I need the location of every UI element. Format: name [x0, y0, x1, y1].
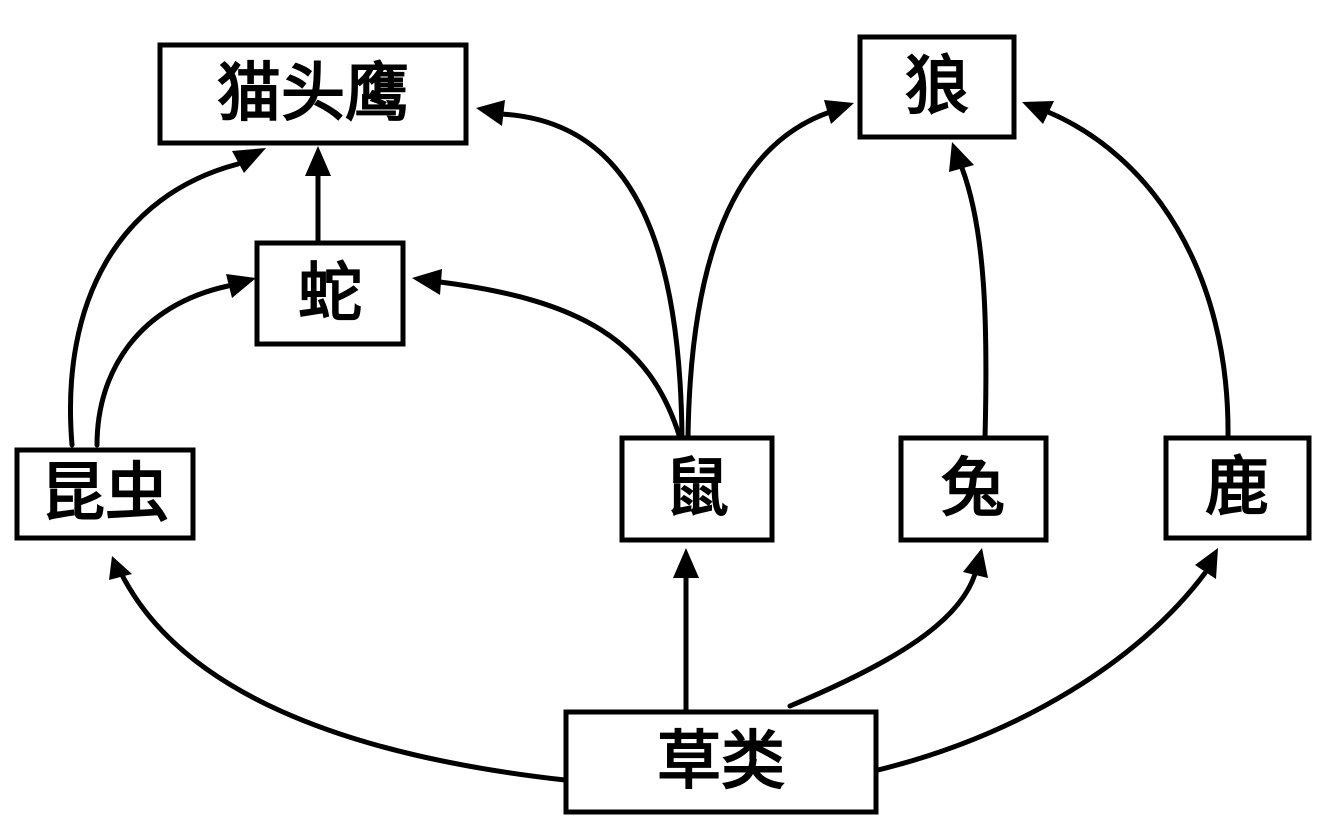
- node-rabbit-box: [898, 435, 1049, 543]
- node-deer-label: 鹿: [1205, 451, 1269, 525]
- arrow-insect-to-owl: [232, 148, 266, 173]
- edge-insect-to-owl: [68, 161, 241, 448]
- node-wolf-box: [857, 34, 1017, 140]
- node-owl-label: 猫头鹰: [217, 57, 409, 131]
- node-wolf: 狼: [857, 34, 1017, 140]
- node-mouse-label: 鼠: [665, 452, 729, 526]
- edge-grass-to-rabbit: [787, 571, 978, 709]
- node-grass-box: [563, 709, 879, 815]
- node-rabbit-label: 兔: [941, 452, 1005, 526]
- nodes-layer: 猫头鹰 狼 蛇 昆虫 鼠 兔 鹿 草类: [14, 34, 1312, 815]
- node-insect-box: [14, 447, 196, 541]
- arrow-grass-to-deer: [1195, 548, 1218, 579]
- node-grass: 草类: [563, 709, 879, 815]
- edge-grass-to-deer: [875, 570, 1208, 773]
- arrow-grass-to-insect: [109, 556, 132, 580]
- edge-insect-to-snake: [94, 283, 231, 448]
- edge-rabbit-to-wolf: [959, 165, 989, 441]
- arrow-insect-to-snake: [226, 274, 256, 298]
- edge-mouse-to-owl: [497, 111, 685, 441]
- node-mouse: 鼠: [619, 435, 775, 543]
- node-grass-label: 草类: [657, 725, 785, 799]
- node-deer-box: [1163, 435, 1312, 541]
- edge-deer-to-wolf: [1045, 109, 1231, 441]
- node-insect: 昆虫: [14, 447, 196, 541]
- node-mouse-box: [619, 435, 775, 543]
- node-snake: 蛇: [254, 240, 406, 347]
- edges-layer: [68, 100, 1231, 783]
- arrow-mouse-to-wolf: [824, 100, 854, 124]
- arrow-deer-to-wolf: [1022, 101, 1054, 124]
- node-owl: 猫头鹰: [157, 42, 469, 146]
- node-owl-box: [157, 42, 469, 146]
- node-deer: 鹿: [1163, 435, 1312, 541]
- arrow-mouse-to-snake: [412, 269, 442, 295]
- edge-mouse-to-wolf: [685, 109, 833, 441]
- node-snake-box: [254, 240, 406, 347]
- node-rabbit: 兔: [898, 435, 1049, 543]
- edge-grass-to-insect: [118, 570, 568, 783]
- arrow-mouse-to-owl: [476, 100, 505, 126]
- arrow-grass-to-rabbit: [963, 548, 988, 578]
- node-snake-label: 蛇: [298, 257, 362, 331]
- edge-mouse-to-snake: [437, 279, 683, 441]
- node-wolf-label: 狼: [905, 50, 969, 124]
- arrow-snake-to-owl: [305, 146, 331, 176]
- arrow-grass-to-mouse: [673, 548, 699, 578]
- node-insect-label: 昆虫: [41, 457, 169, 531]
- arrow-rabbit-to-wolf: [949, 142, 974, 172]
